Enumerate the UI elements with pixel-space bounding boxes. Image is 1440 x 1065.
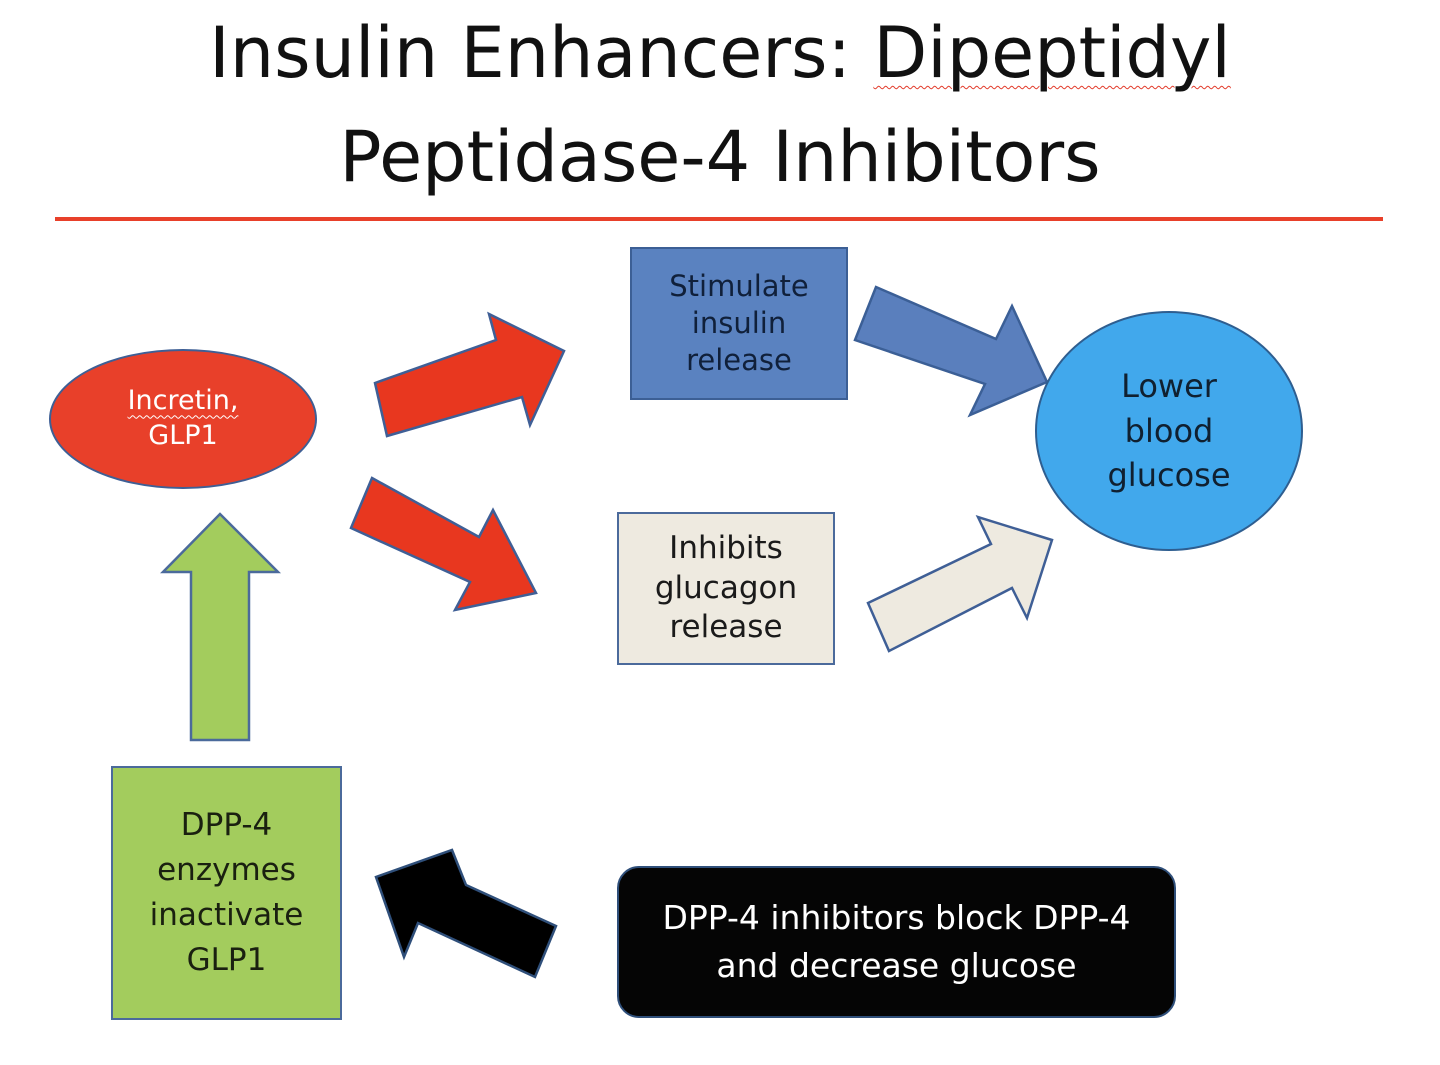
arrow-inhibitors-to-dpp4: [374, 848, 558, 979]
stimulate-label-line2: insulin: [691, 305, 787, 340]
dpp4-label-line1: DPP-4: [180, 807, 273, 844]
title-line-1: Insulin Enhancers: Dipeptidyl: [0, 18, 1440, 88]
inhibits-label-line3: release: [669, 609, 783, 646]
inhibits-glucagon-node: Inhibits glucagon release: [617, 512, 835, 665]
stimulate-insulin-node: Stimulate insulin release: [630, 247, 848, 400]
lower-blood-glucose-node: Lower blood glucose: [1035, 311, 1303, 551]
glucose-label-line2: blood: [1124, 411, 1214, 450]
stimulate-label-line3: release: [686, 343, 792, 378]
arrow-incretin-to-stimulate: [373, 311, 566, 438]
title-line-2: Peptidase-4 Inhibitors: [339, 116, 1101, 198]
arrow-inhibits-to-glucose: [866, 514, 1054, 653]
dpp4-enzymes-node: DPP-4 enzymes inactivate GLP1: [111, 766, 342, 1020]
inhibitors-label-line2: and decrease glucose: [716, 946, 1077, 985]
arrow-stimulate-to-glucose: [853, 285, 1049, 418]
title-divider: [55, 217, 1383, 221]
title-prefix: Insulin Enhancers:: [209, 12, 874, 94]
stimulate-label-line1: Stimulate: [669, 268, 809, 303]
glucose-label-line3: glucose: [1107, 456, 1231, 495]
dpp4-inhibitors-node: DPP-4 inhibitors block DPP-4 and decreas…: [617, 866, 1176, 1018]
incretin-glp1-node: Incretin, GLP1: [49, 349, 317, 489]
inhibits-label-line1: Inhibits: [669, 529, 783, 566]
dpp4-label-line2: enzymes: [157, 852, 296, 889]
dpp4-label-line4: GLP1: [186, 941, 267, 978]
arrow-incretin-to-inhibits: [349, 476, 538, 612]
glucose-label-line1: Lower: [1121, 366, 1217, 405]
incretin-label-line1: Incretin,: [127, 385, 239, 417]
incretin-label-line2: GLP1: [148, 420, 218, 451]
inhibits-label-line2: glucagon: [654, 569, 798, 606]
dpp4-label-line3: inactivate: [149, 897, 304, 933]
arrow-dpp4-to-incretin: [160, 512, 282, 742]
title-word-dipeptidyl: Dipeptidyl: [873, 12, 1231, 94]
inhibitors-label-line1: DPP-4 inhibitors block DPP-4: [662, 898, 1131, 938]
